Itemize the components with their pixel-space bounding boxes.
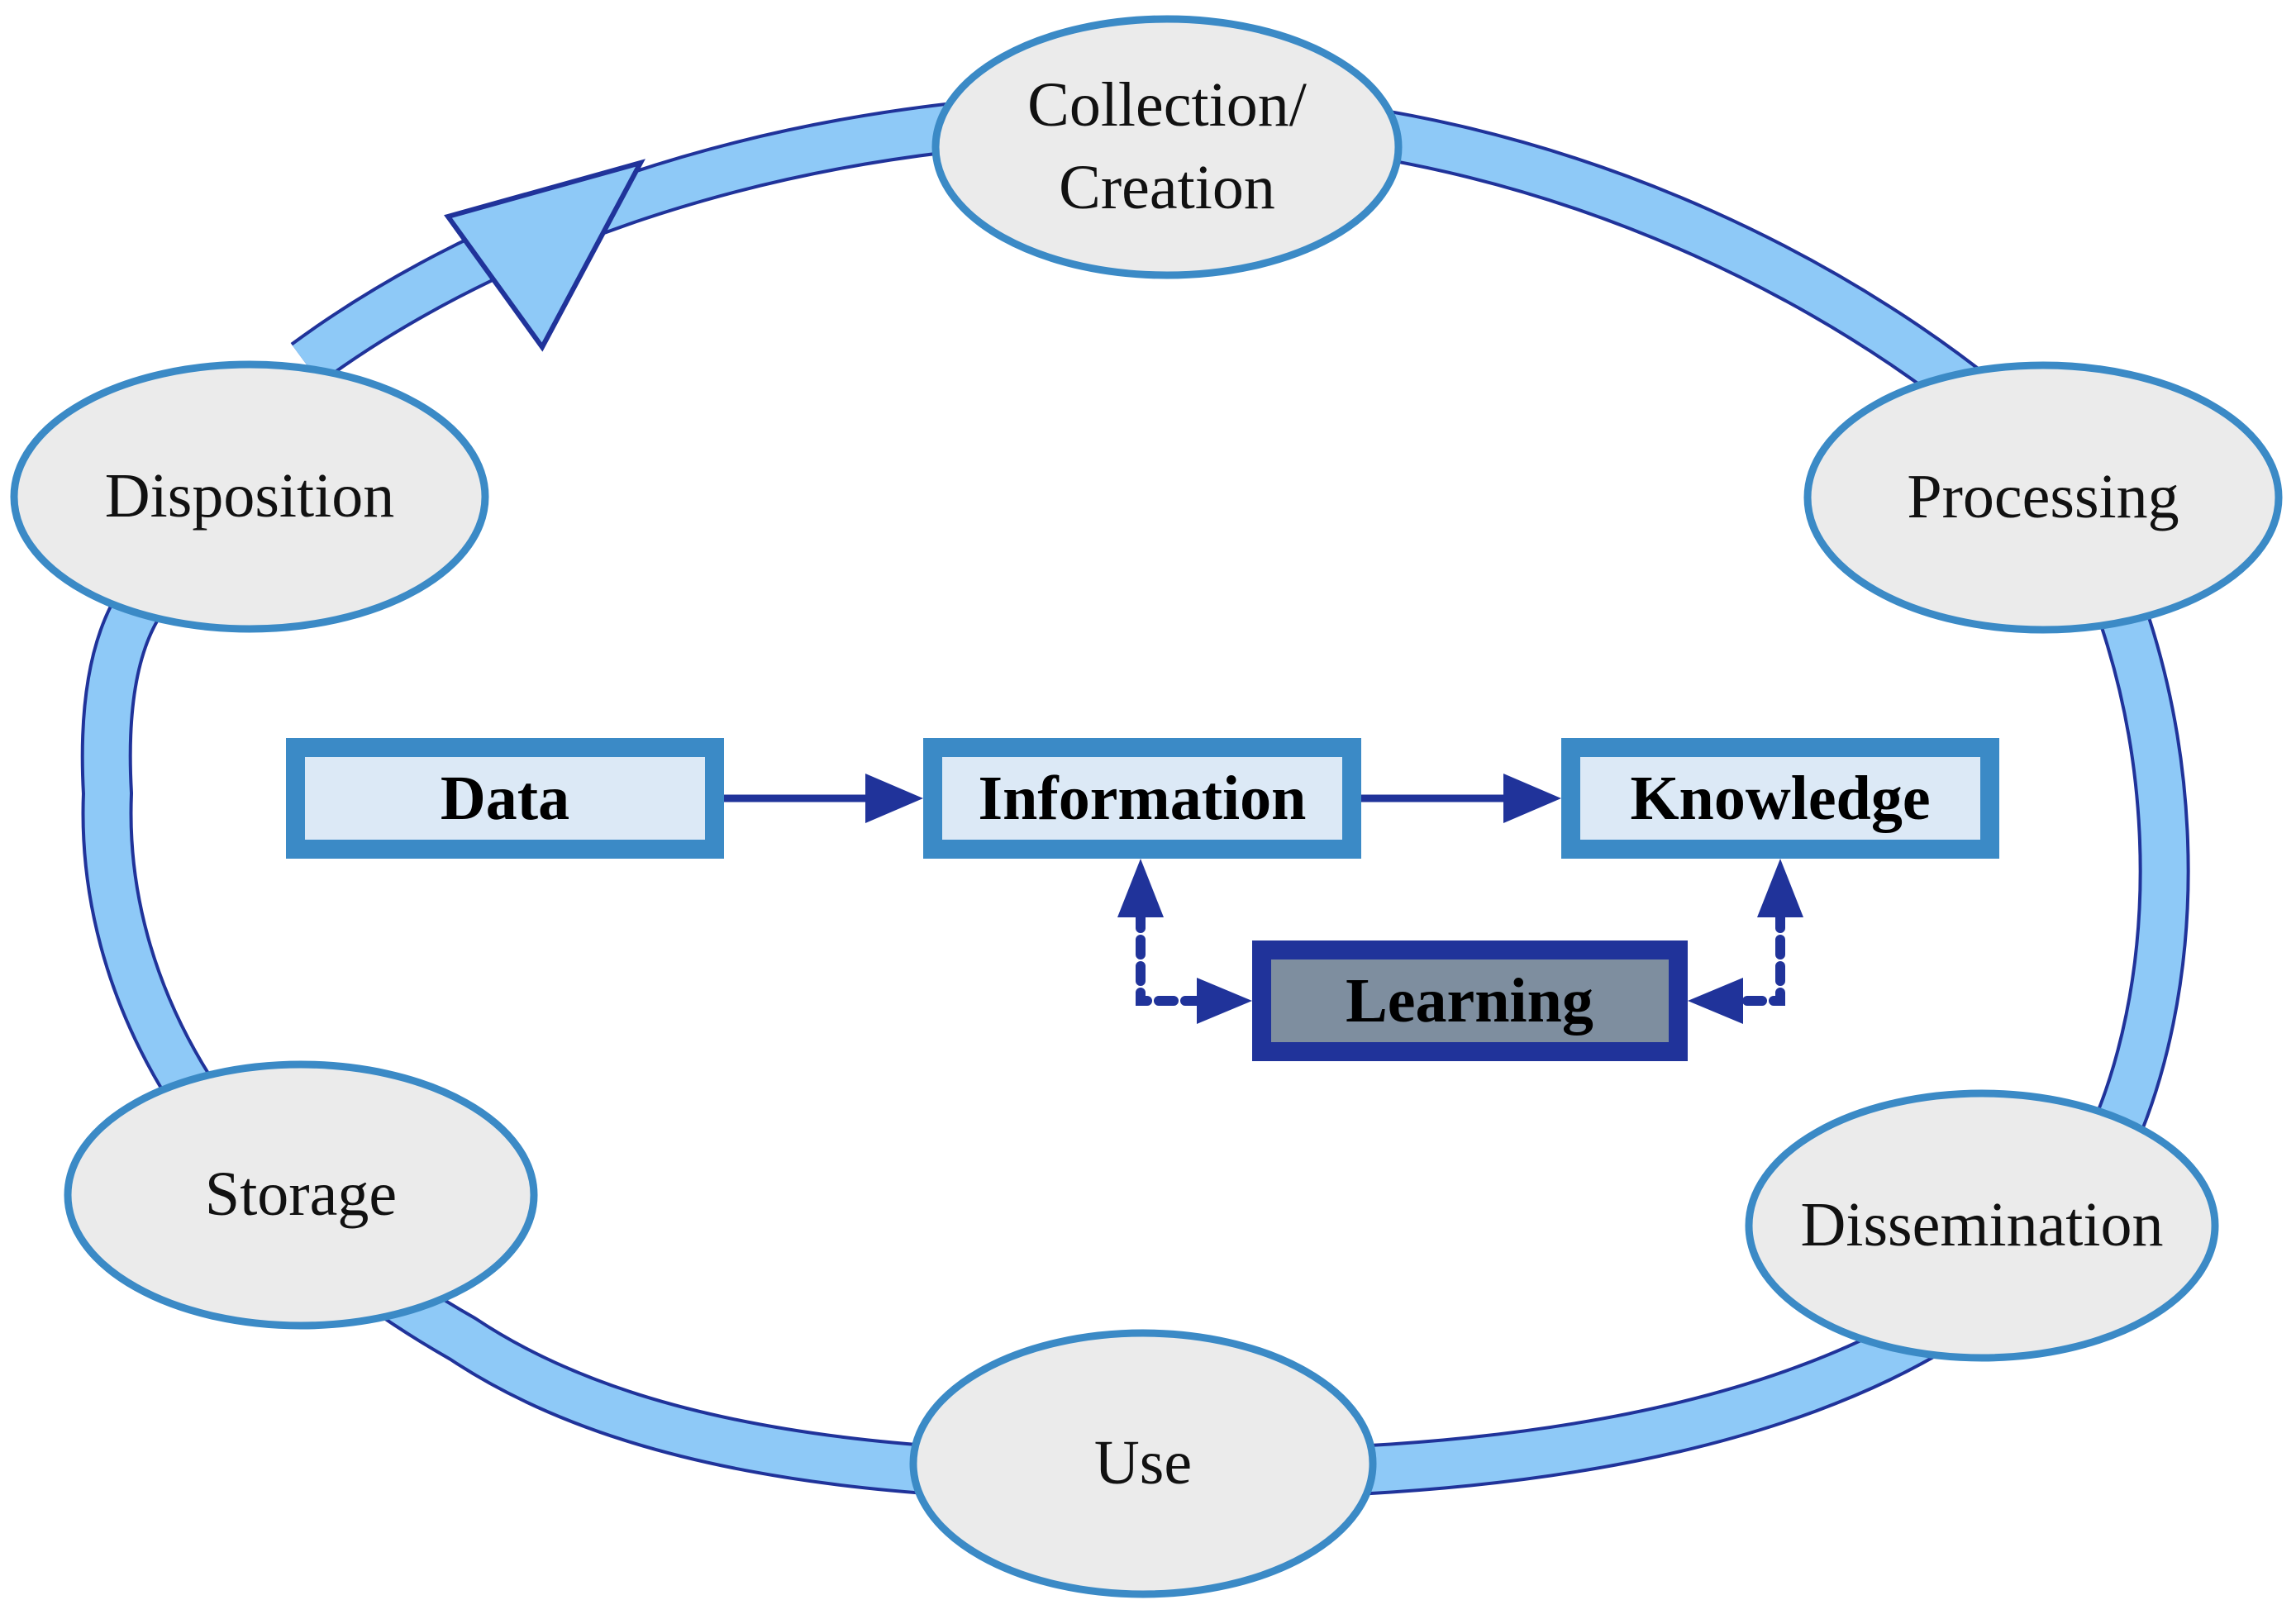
stage-label-processing: Processing bbox=[1907, 462, 2179, 531]
stage-label-dissemination: Dissemination bbox=[1800, 1190, 2163, 1259]
stage-dissemination: Dissemination bbox=[1745, 1089, 2219, 1362]
arrowhead-up-information-icon bbox=[1117, 859, 1164, 917]
box-label-information: Information bbox=[979, 764, 1307, 833]
box-information: Information bbox=[923, 738, 1361, 859]
ring-arrowhead-icon bbox=[444, 159, 645, 352]
stage-disposition: Disposition bbox=[10, 360, 489, 633]
arrowhead-knowledge-icon bbox=[1503, 774, 1561, 823]
stage-label-collection-line1: Collection/ bbox=[1027, 70, 1308, 140]
box-data: Data bbox=[286, 738, 724, 859]
stage-label-disposition: Disposition bbox=[105, 461, 395, 531]
arrowhead-left-learning-icon bbox=[1688, 978, 1743, 1024]
box-knowledge: Knowledge bbox=[1561, 738, 1999, 859]
box-learning: Learning bbox=[1252, 940, 1688, 1061]
dotted-arrow-knowledge-learning bbox=[1737, 908, 1785, 1006]
stage-label-collection-line2: Creation bbox=[1059, 153, 1275, 222]
flow-arrows bbox=[724, 774, 1561, 823]
stage-processing: Processing bbox=[1803, 361, 2283, 634]
learning-feedback-arrows bbox=[1117, 859, 1803, 1024]
box-label-knowledge: Knowledge bbox=[1630, 764, 1930, 833]
dotted-arrow-information-learning bbox=[1136, 908, 1203, 1006]
box-label-learning: Learning bbox=[1346, 966, 1593, 1036]
stage-label-use: Use bbox=[1094, 1428, 1192, 1498]
stage-use: Use bbox=[909, 1329, 1377, 1598]
arrowhead-information-icon bbox=[865, 774, 923, 823]
stage-collection-creation: Collection/ Creation bbox=[931, 15, 1403, 279]
arrowhead-right-learning-icon bbox=[1197, 978, 1252, 1024]
arrowhead-up-knowledge-icon bbox=[1757, 859, 1803, 917]
box-label-data: Data bbox=[441, 764, 569, 833]
stage-label-storage: Storage bbox=[205, 1159, 397, 1229]
stage-storage: Storage bbox=[64, 1060, 538, 1330]
